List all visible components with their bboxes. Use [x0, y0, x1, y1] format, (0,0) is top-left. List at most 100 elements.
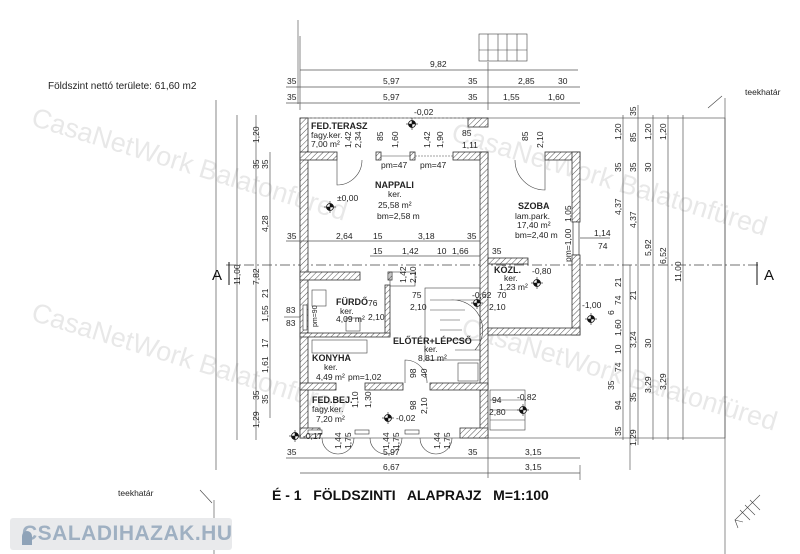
dim-label: 1,42: [422, 131, 432, 148]
dim-label: 2,10: [489, 302, 506, 312]
dim-label: 35: [287, 76, 297, 86]
dim-label: 85: [520, 131, 530, 141]
dim-label: 35: [467, 231, 477, 241]
dim-label: 35: [628, 392, 638, 402]
dim-label: 1,60: [390, 131, 400, 148]
site-logo: CSALADIHAZAK.HU: [10, 518, 232, 550]
room-floor: ker.: [324, 362, 338, 372]
dim-label: 35: [468, 447, 478, 457]
dim-label: 1,55: [503, 92, 520, 102]
dim-label: 21: [260, 288, 270, 298]
dim-label: 35: [613, 426, 623, 436]
level-label: -0,80: [532, 266, 552, 276]
dim-label: 1,60: [548, 92, 565, 102]
dim-label: 35: [468, 92, 478, 102]
dim-label: pm=90: [312, 305, 319, 327]
level-label: -0,17: [303, 431, 323, 441]
dim-label: 1,05: [563, 205, 573, 222]
dim-label: 3,29: [643, 376, 653, 393]
dim-label: 5,97: [383, 92, 400, 102]
dim-label: 85: [462, 128, 472, 138]
dim-label: 35: [260, 394, 270, 404]
dim-label: 3,15: [525, 462, 542, 472]
level-marker-icon: [288, 429, 302, 443]
room-area: 4,49 m²: [316, 372, 345, 382]
drawing-title: É - 1 FÖLDSZINTI ALAPRAJZ M=1:100: [272, 487, 549, 503]
dim-label: 35: [287, 231, 297, 241]
dim-label: 3,15: [525, 447, 542, 457]
room-area: 1,23 m²: [499, 282, 528, 292]
dim-label: 35: [260, 159, 270, 169]
dim-label: 9,82: [430, 59, 447, 69]
dim-label: 1,20: [251, 126, 261, 143]
dim-label: 2,85: [518, 76, 535, 86]
dim-label: 1,44: [333, 432, 343, 449]
dim-label: 70: [497, 290, 507, 300]
dim-label: 2,34: [353, 131, 363, 148]
dim-label: 1,14: [594, 228, 611, 238]
dim-label: 1,20: [613, 123, 623, 140]
level-marker-icon: [381, 411, 395, 425]
dim-label: 4,28: [260, 215, 270, 232]
room-floor: fagy.ker.: [311, 130, 343, 140]
dim-label: 35: [287, 92, 297, 102]
dim-label: 98: [408, 368, 418, 378]
dim-label: 3,18: [418, 231, 435, 241]
level-markers: -0,02 ±0,00 -0,80 -0,62 -1,00 -0,02 -0,8…: [288, 107, 602, 443]
stair-sketch: [478, 33, 528, 62]
doors-stairs-fixtures: [311, 159, 546, 455]
room-sill: pm=1,02: [348, 372, 382, 382]
room-labels: FED.TERASZ fagy.ker. 7,00 m² NAPPALI ker…: [311, 121, 558, 424]
level-label: -1,00: [582, 300, 602, 310]
dim-label: 1,44: [381, 432, 391, 449]
dim-label: 74: [598, 241, 608, 251]
dim-label: 2,80: [489, 407, 506, 417]
dim-label: 1,29: [251, 411, 261, 428]
dim-label: 1,44: [432, 432, 442, 449]
level-label: -0,02: [396, 413, 416, 423]
top-dimensions: 9,82 35 5,97 35 2,85 30 35 5,97 35 1,55 …: [286, 36, 580, 110]
dim-label: 1,30: [363, 391, 373, 408]
dim-label: 35: [251, 390, 261, 400]
room-name: NAPPALI: [375, 180, 414, 190]
dim-label: 1,20: [643, 123, 653, 140]
dim-label: 1,66: [452, 246, 469, 256]
level-marker-icon: [405, 117, 419, 131]
dim-label: 35: [251, 159, 261, 169]
level-label: -0,62: [472, 290, 492, 300]
room-height: bm=2,40 m: [515, 230, 558, 240]
dim-label: 2,10: [368, 312, 385, 322]
level-label: -0,02: [414, 107, 434, 117]
dim-label: 76: [368, 298, 378, 308]
room-floor: fagy.ker.: [312, 404, 344, 414]
dim-label: 1,75: [391, 432, 401, 449]
dim-label: 75: [412, 290, 422, 300]
dim-label: 10: [437, 246, 447, 256]
dim-label: pm=47: [381, 160, 407, 170]
right-dimensions: 1,20 35 4,37 21 74 6 1,60 10 74 35 94 35…: [606, 105, 684, 446]
level-marker-icon: [516, 403, 530, 417]
dim-label: 83: [286, 305, 296, 315]
dim-label: 94: [492, 395, 502, 405]
dim-label: 5,97: [383, 76, 400, 86]
property-lines: teekhatár teekhatár: [118, 20, 781, 554]
north-arrow-icon: [734, 494, 761, 529]
dim-label: 6,67: [383, 462, 400, 472]
dim-label: 30: [558, 76, 568, 86]
dim-label: 74: [613, 362, 623, 372]
dim-label: 2,10: [408, 266, 418, 283]
bottom-dimensions: 35 5,97 35 3,15 6,67 3,15: [286, 438, 580, 478]
dim-label: 6,52: [658, 247, 668, 264]
dim-label: 83: [286, 318, 296, 328]
dim-label: 7,82: [251, 268, 261, 285]
dim-label: 1,55: [260, 305, 270, 322]
dim-label: 35: [468, 76, 478, 86]
dim-label: 1,42: [343, 131, 353, 148]
dim-label: 1,42: [402, 246, 419, 256]
dim-label: 11,00: [673, 261, 683, 282]
dim-label: 1,61: [260, 356, 270, 373]
dim-label: 1,75: [442, 432, 452, 449]
dim-label: 4,37: [628, 211, 638, 228]
dim-label: 1,42: [398, 266, 408, 283]
dim-label: 4,37: [613, 198, 623, 215]
